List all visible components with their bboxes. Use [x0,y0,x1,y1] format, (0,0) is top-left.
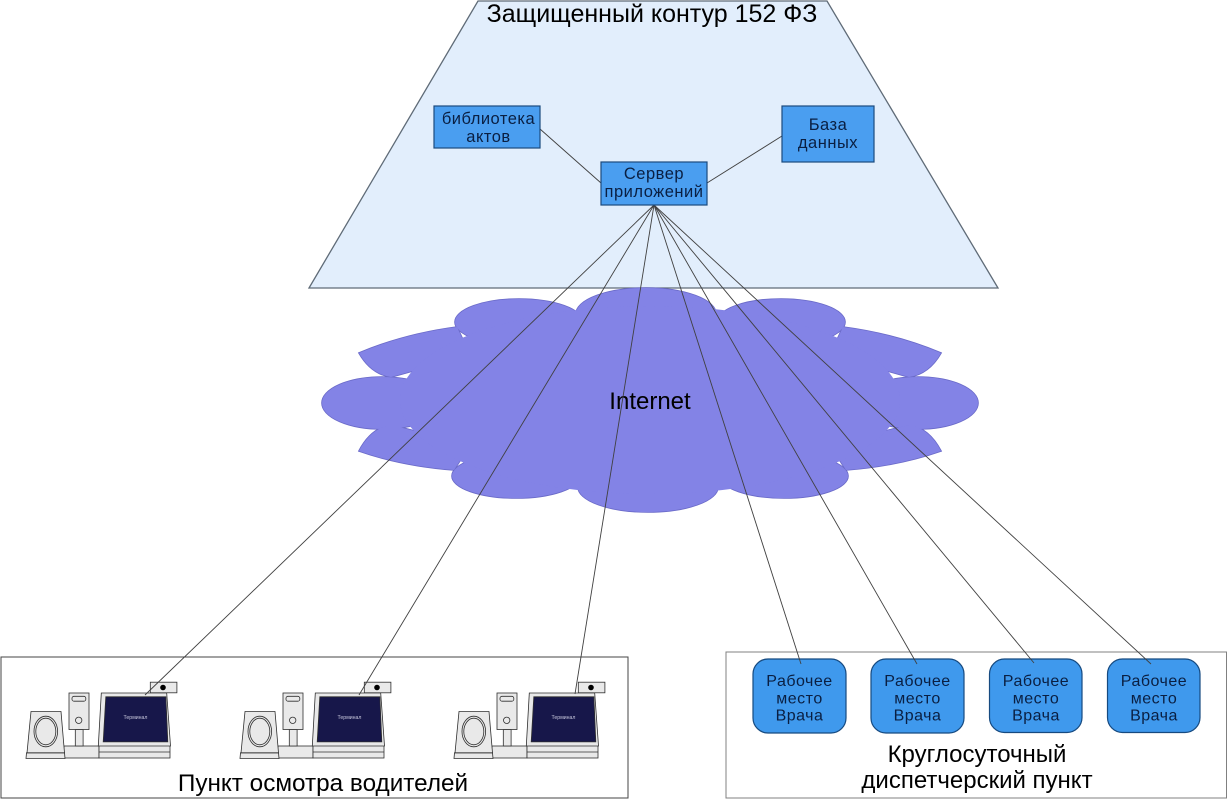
svg-text:Терминал: Терминал [124,715,148,721]
svg-text:Сервер: Сервер [624,165,684,183]
svg-text:Круглосуточный: Круглосуточный [888,741,1067,768]
svg-text:место: место [1131,691,1177,708]
svg-text:Врача: Врача [1012,708,1060,725]
svg-text:База: База [809,116,848,134]
svg-text:Рабочее: Рабочее [1121,673,1187,690]
svg-text:Врача: Врача [776,708,824,725]
svg-text:место: место [894,691,940,708]
svg-text:актов: актов [466,128,510,146]
svg-text:диспетчерский пункт: диспетчерский пункт [861,767,1092,794]
svg-text:данных: данных [798,134,858,152]
svg-text:место: место [776,691,822,708]
svg-text:Врача: Врача [894,708,942,725]
svg-text:Защищенный контур 152 ФЗ: Защищенный контур 152 ФЗ [487,0,818,28]
svg-text:Internet: Internet [609,388,691,415]
svg-text:Рабочее: Рабочее [766,673,832,690]
svg-text:Врача: Врача [1130,708,1178,725]
svg-text:Пункт осмотра водителей: Пункт осмотра водителей [178,770,468,797]
svg-text:приложений: приложений [605,183,704,201]
svg-text:Рабочее: Рабочее [884,673,950,690]
svg-text:Рабочее: Рабочее [1003,673,1069,690]
svg-text:место: место [1013,691,1059,708]
svg-text:библиотека: библиотека [442,110,536,128]
